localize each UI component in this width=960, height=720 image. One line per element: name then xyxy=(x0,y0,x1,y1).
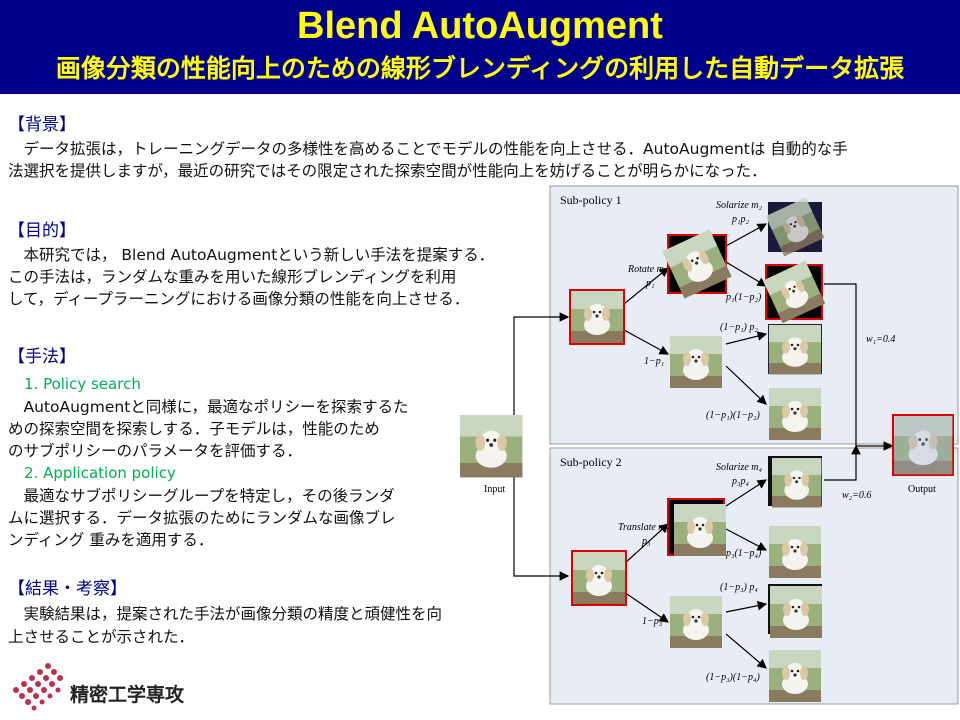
method-item-1-title: 1. Policy search xyxy=(24,375,141,393)
edge-sp1-b2 xyxy=(725,261,768,287)
sp1-node-image xyxy=(569,289,625,345)
method-item-2-line-2: ムに選択する．データ拡張のためにランダムな画像ブレ xyxy=(8,509,396,527)
sp1-b4-image xyxy=(769,388,821,440)
sp1-op1-label: Rotate m₁ xyxy=(627,264,667,275)
method-item-1-line-1: AutoAugmentと同様に，最適なポリシーを探索するた xyxy=(8,398,409,416)
edge-sp2-output xyxy=(824,444,861,481)
method-item-2-line-1: 最適なサブポリシーグループを特定し，その後ランダ xyxy=(8,487,395,505)
sp1-b3-image xyxy=(768,324,822,375)
sub-policy-2-title: Sub-policy 2 xyxy=(560,455,622,469)
output-label: Output xyxy=(908,484,936,495)
edge-sp1-b3 xyxy=(725,331,768,345)
sp2-b4-label: (1−p₃)(1−p₄) xyxy=(706,672,760,683)
sp1-skip-image xyxy=(670,336,722,388)
input-label: Input xyxy=(484,484,505,495)
background-line-2: 法選択を提供しますが，最近の研究ではその限定された探索空間が性能向上を妨げること… xyxy=(8,162,767,180)
purpose-heading: 【目的】 xyxy=(8,221,76,241)
sp2-b1-label: p₃p₄ xyxy=(731,476,749,487)
sp2-b2-image xyxy=(769,526,821,578)
background-heading: 【背景】 xyxy=(8,115,76,135)
page-subtitle: 画像分類の性能向上のための線形ブレンディングの利用した自動データ拡張 xyxy=(55,54,905,83)
edge-sp2-b2 xyxy=(725,528,768,551)
edge-sp1-output xyxy=(824,283,894,451)
sp2-skip-image xyxy=(670,596,722,648)
sp2-b3-image xyxy=(768,584,822,638)
edge-sp2-b3 xyxy=(725,600,768,613)
page-title: Blend AutoAugment xyxy=(297,5,663,47)
edge-sp1-rotate xyxy=(623,267,669,305)
sp2-op2-label: Solarize m₄ xyxy=(716,462,763,473)
edge-sp2-translate xyxy=(623,523,669,565)
purpose-line-2: この手法は，ランダムな重みを用いた線形ブレンディングを利用 xyxy=(8,268,457,286)
sp2-p3-label: p₃ xyxy=(641,536,651,547)
input-image xyxy=(460,415,523,478)
department-logo-icon xyxy=(13,663,63,711)
sp1-b3-label: (1−p₁) p₂ xyxy=(720,322,758,333)
edge-sp1-b4 xyxy=(725,365,767,405)
sp2-b2-label: p₃(1−p₄) xyxy=(725,548,762,559)
header-banner: Blend AutoAugment 画像分類の性能向上のための線形ブレンディング… xyxy=(0,0,960,94)
sp2-np3-label: 1−p₃ xyxy=(642,616,663,627)
sp1-b4-label: (1−p₁)(1−p₂) xyxy=(706,410,760,421)
output-image xyxy=(892,414,954,476)
sp1-op2-label: Solarize m₂ xyxy=(716,200,763,211)
sp1-np1-label: 1−p₁ xyxy=(644,356,664,367)
results-line-1: 実験結果は，提案された手法が画像分類の精度と頑健性を向 xyxy=(8,605,443,623)
sp2-b3-label: (1−p₃) p₄ xyxy=(720,582,758,593)
sp1-b1-image xyxy=(765,197,825,257)
purpose-line-3: して，ディープラーニングにおける画像分類の性能を向上させる． xyxy=(8,290,470,308)
sp1-p1-label: p₁ xyxy=(645,278,654,289)
sp1-rotate-image xyxy=(662,229,732,299)
sp1-b2-label: p₁(1−p₂) xyxy=(725,292,762,303)
sp2-op1-label: Translate m₃ xyxy=(618,522,670,533)
sp2-translate-image xyxy=(667,498,726,556)
edge-input-sp2 xyxy=(513,468,570,581)
sp1-b2-image xyxy=(762,260,826,324)
weight-2-label: w₂=0.6 xyxy=(842,490,871,501)
sp2-b4-image xyxy=(769,650,821,702)
sp1-b1-label: p₁p₂ xyxy=(731,214,749,225)
department-name: 精密工学専攻 xyxy=(70,684,185,706)
sub-policy-1-title: Sub-policy 1 xyxy=(560,193,622,207)
blend-autoaugment-diagram: Sub-policy 1 Sub-policy 2 Input Output xyxy=(460,185,959,705)
background-line-1: データ拡張は，トレーニングデータの多様性を高めることでモデルの性能を向上させる．… xyxy=(8,140,848,158)
method-item-2-line-3: ンディング 重みを適用する． xyxy=(8,531,214,549)
purpose-line-1: 本研究では， Blend AutoAugmentという新しい手法を提案する． xyxy=(8,246,495,264)
weight-1-label: w₁=0.4 xyxy=(866,334,895,345)
results-heading: 【結果・考察】 xyxy=(8,579,127,599)
sp2-node-image xyxy=(571,550,627,606)
method-item-1-line-2: めの探索空間を探索しする．子モデルは，性能のため xyxy=(8,420,380,438)
edge-sp1-b1 xyxy=(725,223,768,247)
method-heading: 【手法】 xyxy=(8,347,76,367)
results-line-2: 上させることが示された． xyxy=(8,628,195,646)
edge-sp2-skip xyxy=(623,591,669,623)
edge-sp2-b4 xyxy=(725,633,767,669)
edge-sp1-skip xyxy=(623,329,670,355)
method-item-2-title: 2. Application policy xyxy=(24,464,176,482)
edge-sp2-b1 xyxy=(725,479,768,507)
sp2-b1-image xyxy=(768,456,822,508)
method-item-1-line-3: のサブポリシーのパラメータを評価する． xyxy=(8,442,303,460)
edge-input-sp1 xyxy=(513,312,570,420)
